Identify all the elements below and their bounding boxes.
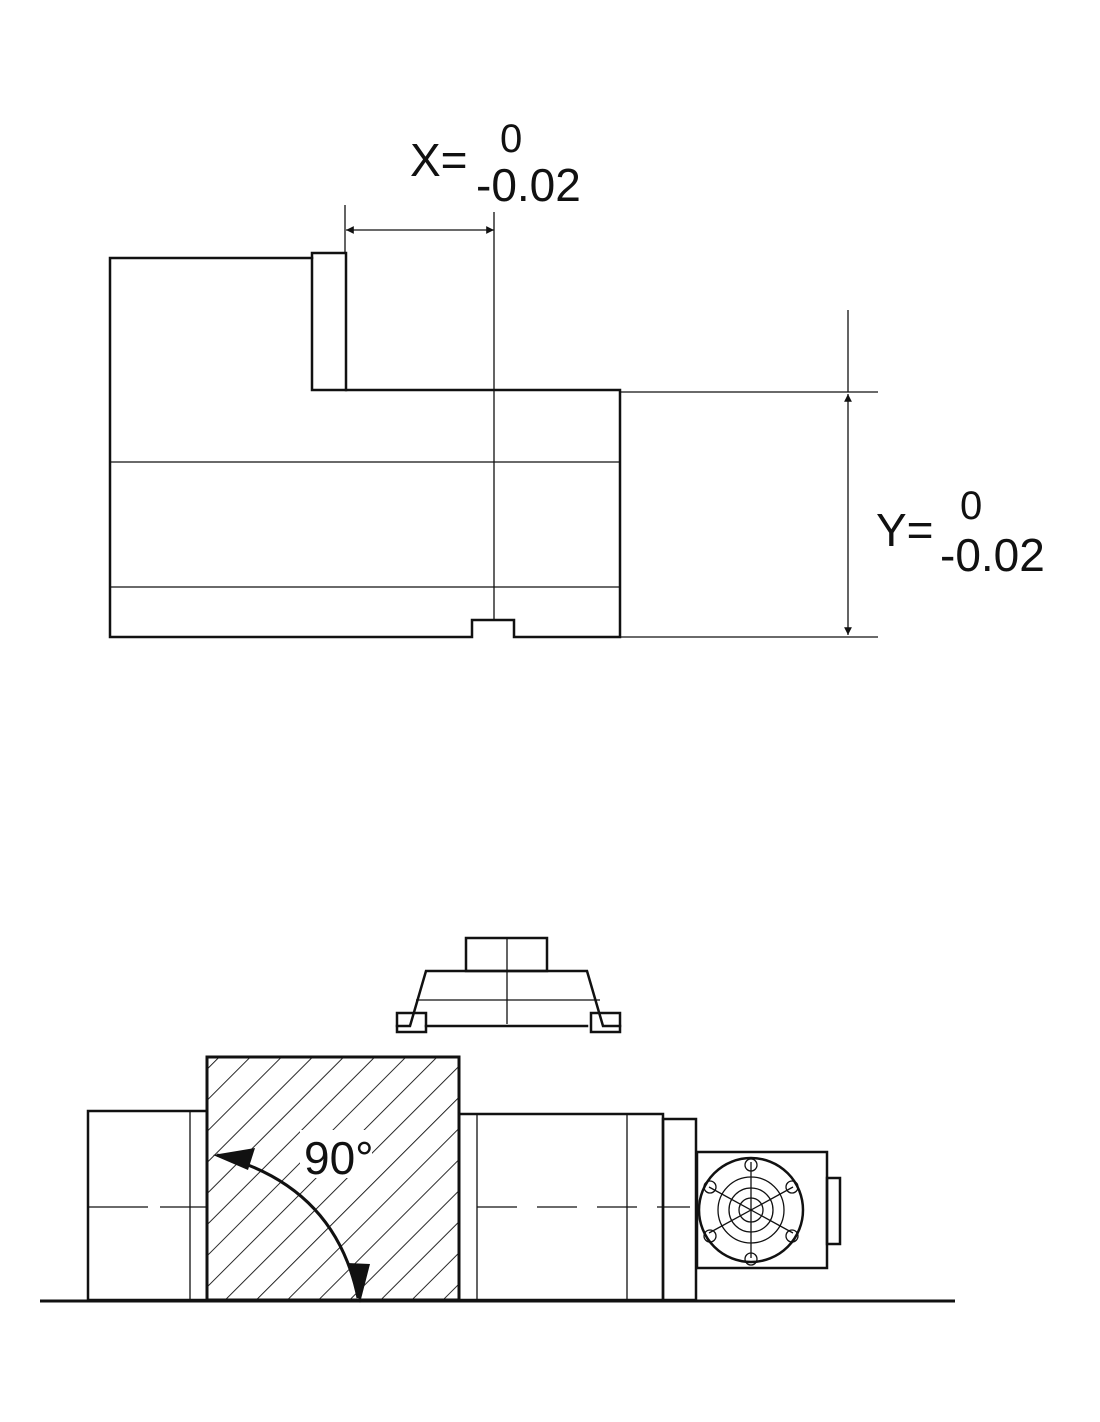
x-dimension: X= 0 -0.02 [344,117,581,253]
angle-label-bg [300,1130,372,1178]
gauge-foot-left [395,1011,428,1034]
gauge-foot-right [589,1011,622,1034]
top-view: X= 0 -0.02 Y= 0 -0.02 [108,117,1045,639]
chuck-assembly [695,1150,842,1270]
workpiece-outline [108,256,622,639]
chuck-bolt-lower-right [785,1229,799,1243]
chuck-bolt-upper-right [785,1180,799,1194]
angle-label: 90° [304,1132,374,1184]
left-block [86,1109,209,1302]
right-flange [661,1117,698,1302]
angle-arrow-bottom [347,1263,370,1303]
x-label: X= [410,134,468,186]
chuck-bolt-top [744,1158,758,1172]
chuck-housing [695,1150,829,1270]
angle-arrow-left [213,1148,255,1170]
gauge-body [395,969,622,1028]
step-post [310,251,348,392]
chuck-knob [825,1176,842,1246]
bottom-view: 90° [40,936,955,1303]
x-upper-tolerance: 0 [500,117,522,161]
y-label: Y= [876,504,934,556]
chuck-bolt-upper-left [703,1180,717,1194]
y-lower-tolerance: -0.02 [940,529,1045,581]
chuck-outer-circle [697,1156,805,1264]
y-dimension: Y= 0 -0.02 [620,310,1045,638]
chuck-bolt-lower-left [703,1229,717,1243]
indicator-gauge [395,936,622,1034]
y-upper-tolerance: 0 [960,484,982,528]
chuck-bolt-bottom [744,1252,758,1266]
x-lower-tolerance: -0.02 [476,159,581,211]
angle-indicator: 90° [213,1130,374,1303]
